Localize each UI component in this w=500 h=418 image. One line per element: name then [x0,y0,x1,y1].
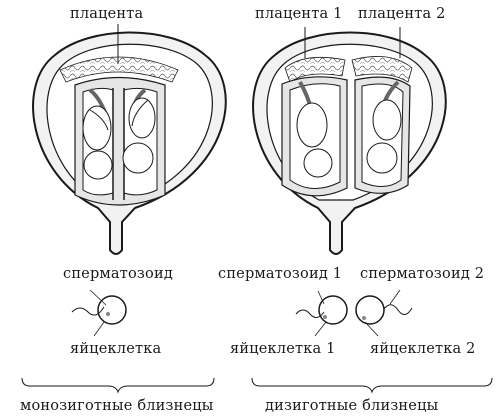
di-egg-1 [295,290,348,337]
label-egg-1: яйцеклетка 1 [230,341,336,357]
di-fetus-left [296,102,333,178]
di-fetus-right [366,99,402,174]
mono-brace [21,377,215,394]
label-placenta-2: плацента 2 [358,6,446,22]
label-placenta-1: плацента 1 [255,6,343,22]
label-sperm: сперматозоид [63,266,173,282]
label-sperm-2: сперматозоид 2 [360,266,485,282]
mono-uterus [32,31,227,255]
label-placenta: плацента [70,6,144,22]
mono-fetus-right [122,97,156,174]
di-egg-2 [355,289,413,337]
caption-monozygotic: монозиготные близнецы [20,398,214,414]
caption-dizygotic: дизиготные близнецы [265,398,439,414]
mono-egg [71,289,127,337]
di-brace [251,377,493,394]
label-egg-2: яйцеклетка 2 [370,341,476,357]
mono-fetus-left [82,105,113,180]
di-uterus [252,31,447,255]
label-egg: яйцеклетка [70,341,162,357]
label-sperm-1: сперматозоид 1 [218,266,343,282]
